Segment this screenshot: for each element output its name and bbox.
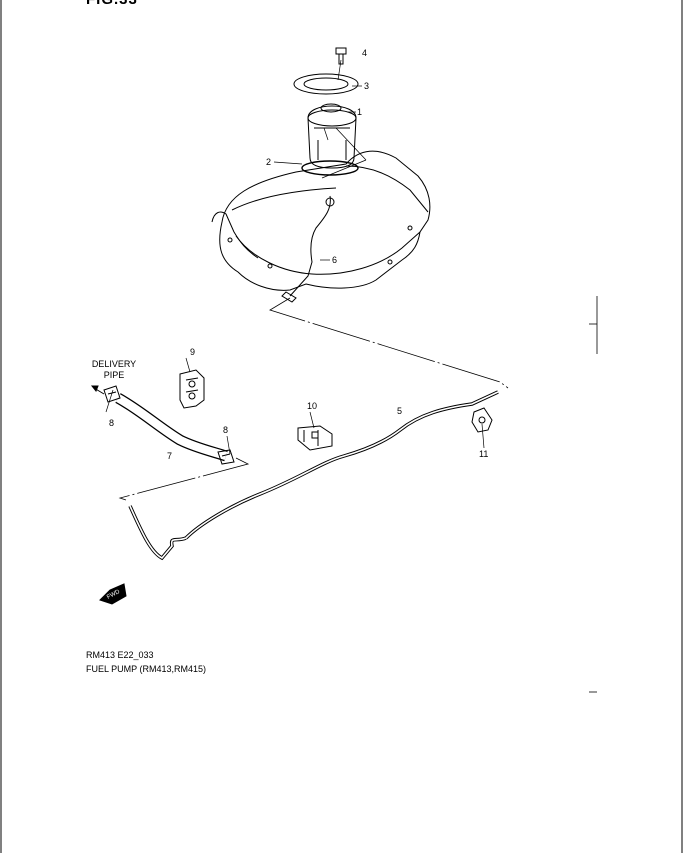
- relation-lines: [118, 297, 509, 501]
- callout-1: 1: [357, 107, 363, 117]
- sender-wire: [289, 195, 331, 297]
- sender-connector: [325, 197, 335, 207]
- callout-6: 6: [332, 255, 338, 265]
- callout-2: 2: [266, 157, 272, 167]
- callout-8-lower: 8: [223, 425, 229, 435]
- fuel-feed-pipe-inner: [185, 391, 499, 539]
- fuel-tank: [211, 150, 431, 291]
- callout-7: 7: [167, 451, 173, 461]
- callout-5: 5: [397, 406, 403, 416]
- mounting-bolt: [335, 47, 347, 65]
- leader-lines: [105, 59, 485, 455]
- fuel-feed-pipe-bend: [128, 505, 187, 561]
- fuel-feed-pipe: [184, 390, 499, 540]
- hose-clip-lower: [217, 449, 235, 465]
- wire-terminal: [281, 291, 297, 303]
- delivery-pipe-label-line1: DELIVERY: [91, 359, 137, 369]
- hose-clip-upper: [103, 385, 121, 403]
- delivery-direction-arrow: [90, 385, 105, 395]
- fuel-pump-assembly: [307, 103, 357, 169]
- fwd-arrow-icon: FWD: [99, 583, 127, 605]
- callout-4: 4: [362, 48, 368, 58]
- pipe-clamp-11: [471, 407, 493, 433]
- callout-8-upper: 8: [109, 418, 115, 428]
- pipe-clamp-9: [179, 369, 205, 409]
- callout-11: 11: [479, 449, 489, 459]
- retainer-ring: [293, 73, 359, 95]
- callout-3: 3: [364, 81, 370, 91]
- delivery-pipe-label: DELIVERY PIPE: [84, 359, 144, 381]
- callout-10: 10: [307, 401, 318, 411]
- fuel-hose-inner: [115, 394, 228, 461]
- fuel-feed-pipe-bend-inner: [129, 505, 187, 559]
- callout-9: 9: [190, 347, 196, 357]
- figure-title: FIG.33: [86, 0, 138, 8]
- delivery-pipe-label-line2: PIPE: [103, 370, 125, 380]
- pipe-clamp-10: [297, 425, 333, 451]
- figure-caption: FUEL PUMP (RM413,RM415): [86, 664, 207, 674]
- figure-code: RM413 E22_033: [86, 650, 154, 660]
